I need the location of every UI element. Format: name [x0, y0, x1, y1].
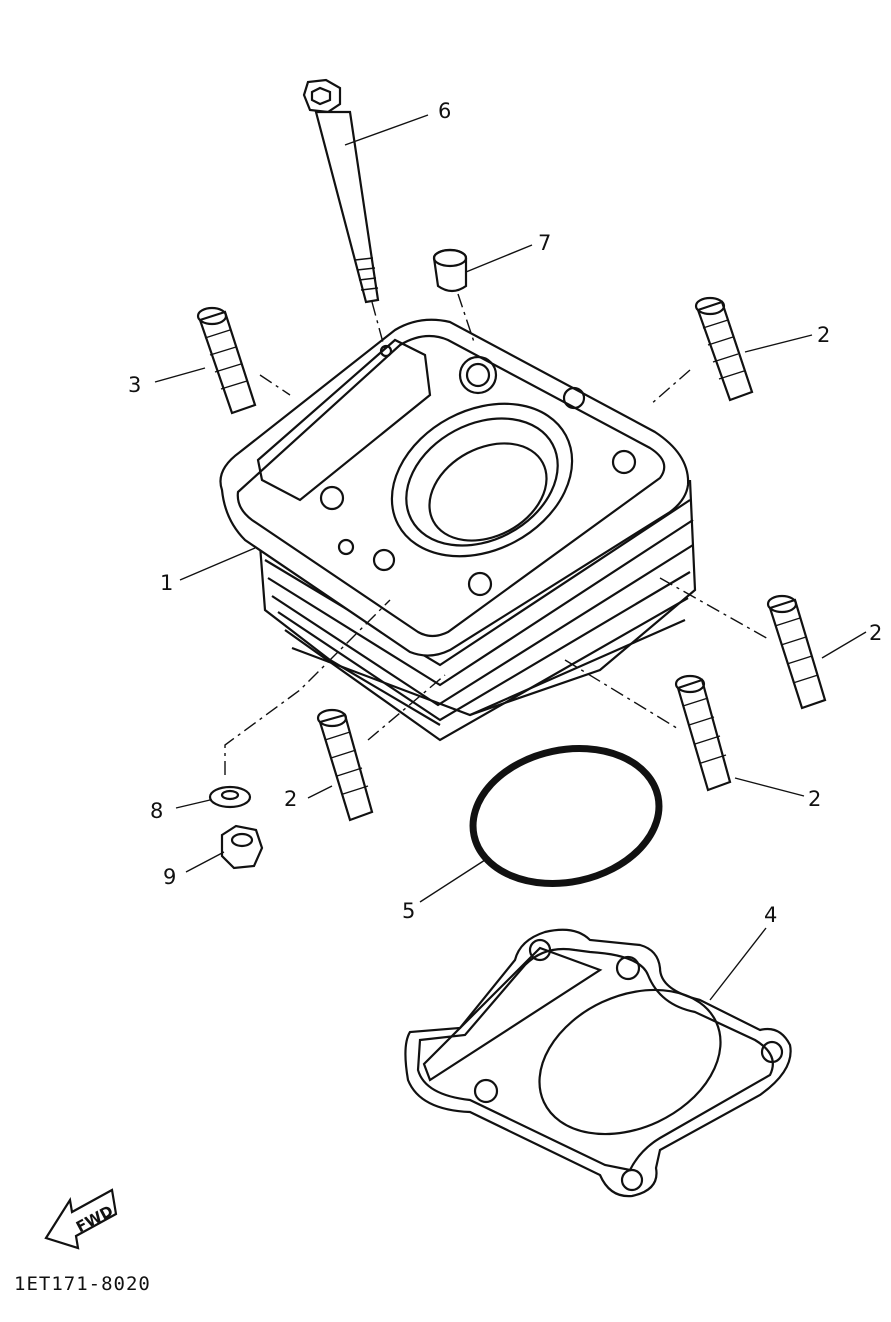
cylinder-bolt-part — [302, 78, 386, 351]
stud-part-2-mid-right — [659, 577, 827, 710]
callout-2-lower-right: 2 — [808, 787, 821, 811]
callout-4: 4 — [764, 903, 777, 927]
stud-part-2-upper-right — [649, 296, 754, 406]
cylinder-gasket-part — [404, 928, 792, 1198]
o-ring-part — [469, 745, 663, 887]
nut-part — [220, 824, 264, 870]
callout-2-upper-right: 2 — [817, 323, 830, 347]
stud-part-3 — [196, 306, 291, 415]
diagram-code: 1ET171-8020 — [14, 1273, 151, 1295]
callout-7: 7 — [538, 231, 551, 255]
callout-2-left: 2 — [284, 787, 297, 811]
callout-8: 8 — [150, 799, 163, 823]
callout-2-mid-right: 2 — [869, 621, 882, 645]
cylinder-block-part — [219, 318, 697, 742]
forward-arrow-icon: FWD — [44, 1188, 118, 1250]
leader-lines — [154, 114, 867, 1001]
stud-part-2-left — [316, 674, 446, 822]
stud-part-2-lower-right — [564, 659, 732, 792]
callout-3: 3 — [128, 373, 141, 397]
dowel-pin-part — [432, 248, 476, 346]
callout-9: 9 — [163, 865, 176, 889]
callout-5: 5 — [402, 899, 415, 923]
washer-part — [208, 785, 252, 809]
callout-6: 6 — [438, 99, 451, 123]
callout-1: 1 — [160, 571, 173, 595]
